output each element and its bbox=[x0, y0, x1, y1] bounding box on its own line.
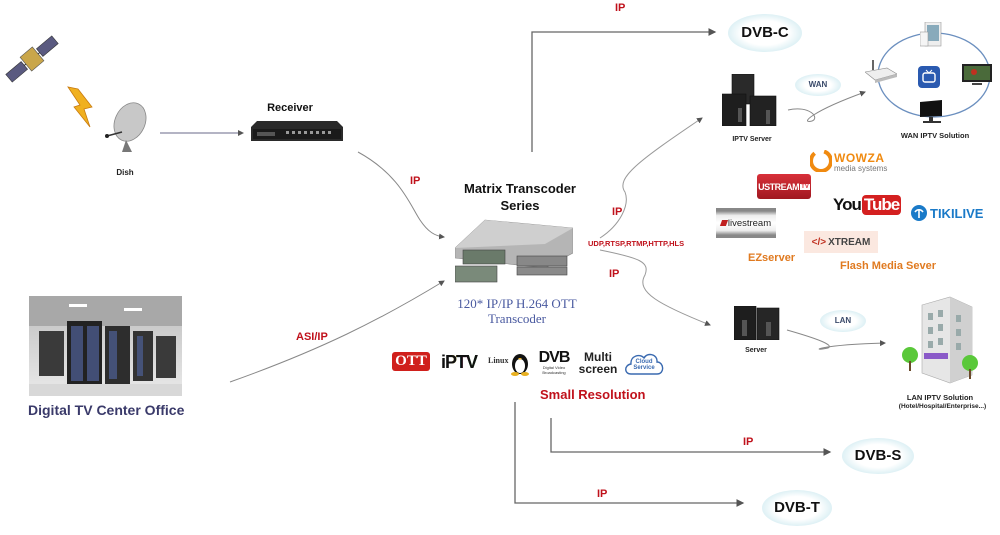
cloud-service-logo: Cloud Service bbox=[623, 350, 665, 378]
link-transcoder-lan bbox=[599, 249, 711, 326]
wan-cloud: WAN bbox=[795, 74, 841, 96]
link-transcoder-iptv bbox=[599, 117, 703, 239]
dvbs-label: DVB-S bbox=[854, 447, 902, 464]
dvb-logo: DVB Digital Video Broadcasting bbox=[538, 349, 571, 375]
lan-solution-label: LAN IPTV Solution bbox=[906, 393, 974, 402]
cloud-icon bbox=[625, 353, 664, 375]
ezserver-label: EZserver bbox=[748, 252, 796, 264]
tikilive-icon bbox=[911, 205, 927, 221]
link-transcoder-dvbc bbox=[531, 28, 717, 152]
transcoder-title: Matrix Transcoder Series bbox=[450, 180, 590, 214]
link-label-dvbc-ip: IP bbox=[615, 2, 626, 14]
transcoder-title-line2: Series bbox=[500, 198, 540, 213]
transcoder-subtitle-line1: 120* IP/IP H.264 OTT bbox=[457, 296, 577, 311]
iptv-logo: iPTV bbox=[440, 351, 478, 372]
lan-solution-sublabel: (Hotel/Hospital/Enterprise...) bbox=[898, 403, 987, 410]
wan-solution-label: WAN IPTV Solution bbox=[900, 131, 970, 140]
iptv-server-icon bbox=[721, 73, 780, 127]
lan-server-icon bbox=[733, 305, 780, 341]
satellite-icon bbox=[2, 28, 62, 90]
livestream-logo: livestream bbox=[716, 208, 776, 238]
dish-label: Dish bbox=[116, 168, 134, 177]
transcoder-title-line1: Matrix Transcoder bbox=[464, 181, 576, 196]
signal-lightning-icon bbox=[64, 85, 104, 130]
transcoder-subtitle: 120* IP/IP H.264 OTT Transcoder bbox=[432, 296, 602, 326]
wowza-icon bbox=[810, 150, 832, 172]
small-resolution-label: Small Resolution bbox=[540, 387, 646, 402]
link-iptv-wan bbox=[787, 90, 866, 122]
link-label-lan-ip: IP bbox=[609, 268, 620, 280]
ott-logo: OTT bbox=[392, 352, 430, 371]
tv-icon bbox=[962, 64, 992, 86]
dvbt-label: DVB-T bbox=[774, 499, 820, 516]
dvbs-cloud: DVB-S bbox=[842, 438, 914, 474]
iptv-server-label: IPTV Server bbox=[732, 136, 772, 143]
receiver-label: Receiver bbox=[267, 102, 313, 114]
link-label-iptv-ip: IP bbox=[612, 206, 623, 218]
link-lan-server-solution bbox=[786, 329, 886, 350]
link-label-receiver-ip: IP bbox=[410, 175, 421, 187]
multiscreen-logo: Multi screen bbox=[578, 350, 618, 376]
protocol-label: UDP,RTSP,RTMP,HTTP,HLS bbox=[588, 239, 685, 248]
wan-label: WAN bbox=[808, 80, 828, 89]
lan-cloud: LAN bbox=[820, 310, 866, 332]
transcoder-subtitle-line2: Transcoder bbox=[487, 311, 546, 326]
center-office-label: Digital TV Center Office bbox=[28, 402, 185, 418]
link-label-asi-ip: ASI/IP bbox=[296, 331, 328, 343]
youtube-logo: You Tube bbox=[833, 195, 902, 215]
router-icon bbox=[864, 58, 898, 84]
flash-media-label: Flash Media Sever bbox=[840, 260, 936, 272]
link-transcoder-dvbs bbox=[550, 418, 832, 456]
tablet-phone-icon bbox=[919, 21, 942, 48]
link-label-dvbs-ip: IP bbox=[743, 436, 754, 448]
dvbc-label: DVB-C bbox=[741, 24, 789, 41]
iptv-app-icon bbox=[918, 66, 940, 88]
dvbt-cloud: DVB-T bbox=[762, 490, 832, 526]
link-receiver-transcoder bbox=[357, 151, 445, 240]
link-office-transcoder bbox=[229, 280, 445, 383]
lan-server-label: Server bbox=[745, 347, 767, 354]
xtream-logo: </>XTREAM bbox=[804, 231, 878, 253]
transcoder-server-device bbox=[454, 218, 574, 286]
wowza-logo: WOWZA media systems bbox=[810, 150, 890, 176]
receiver-device bbox=[251, 121, 343, 141]
link-transcoder-dvbt bbox=[514, 402, 745, 507]
dvbc-cloud: DVB-C bbox=[728, 14, 802, 52]
lan-label: LAN bbox=[834, 316, 852, 325]
tikilive-logo: TIKILIVE bbox=[910, 202, 990, 224]
data-center-image bbox=[29, 296, 182, 396]
monitor-icon bbox=[918, 100, 944, 124]
linux-logo: Linux bbox=[488, 350, 532, 376]
link-label-dvbt-ip: IP bbox=[597, 488, 608, 500]
satellite-dish-icon bbox=[102, 100, 152, 155]
tux-icon bbox=[511, 354, 529, 376]
hotel-building-icon bbox=[900, 295, 980, 385]
